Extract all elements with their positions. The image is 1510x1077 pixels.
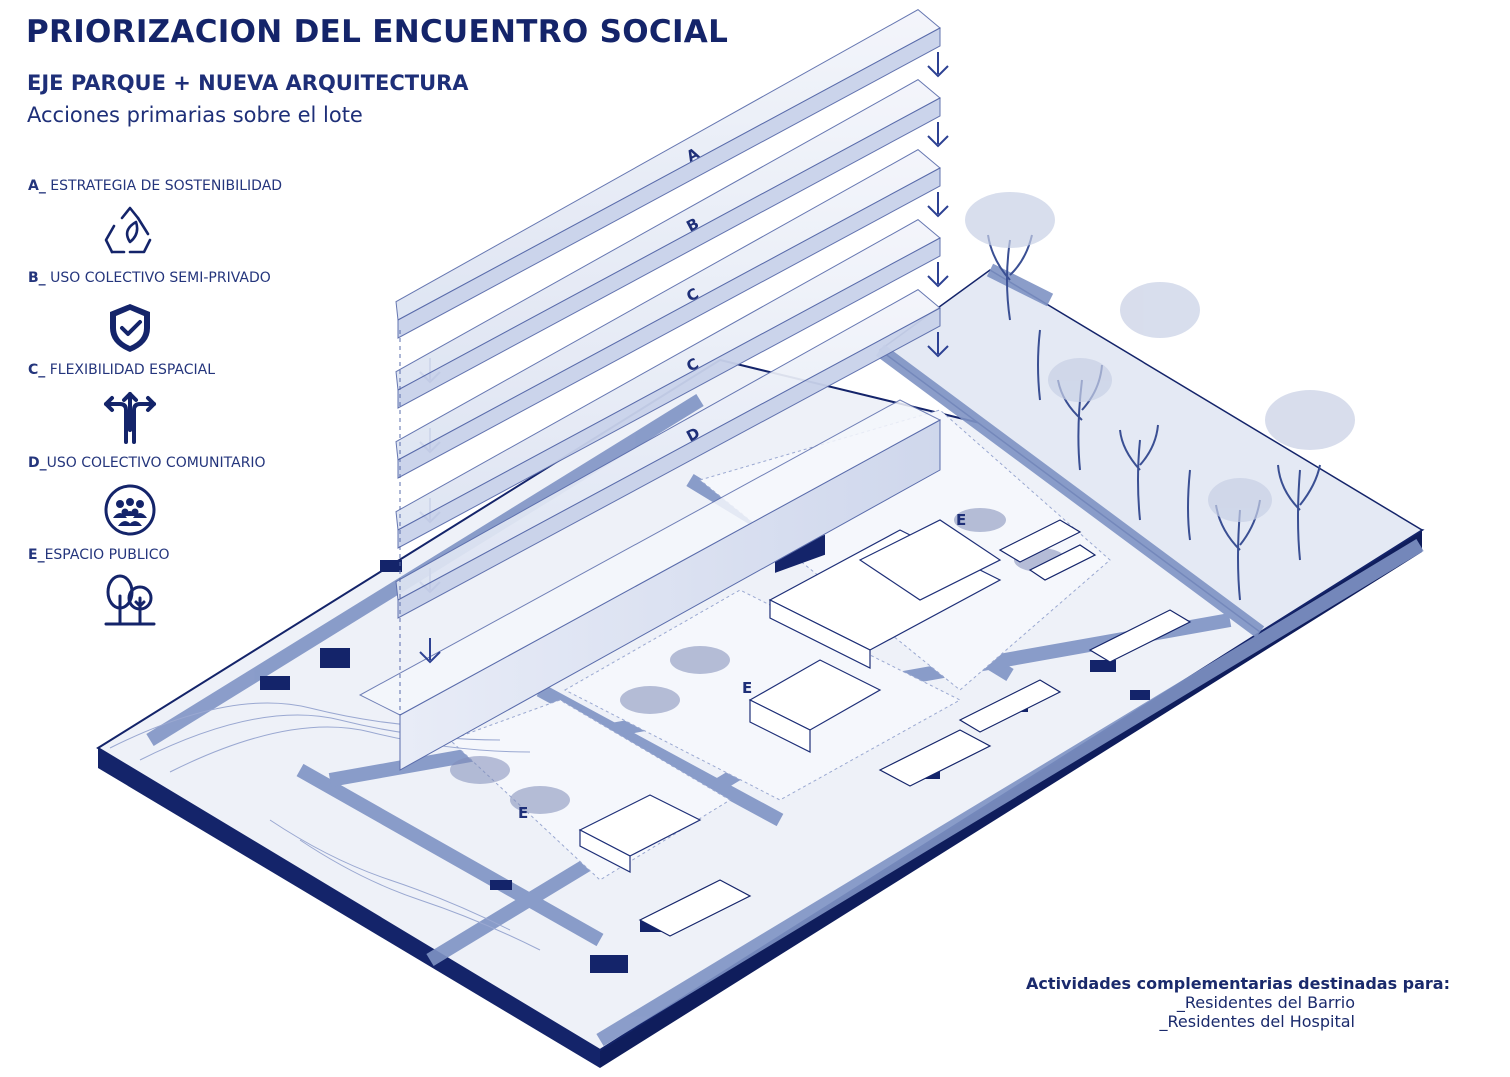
strategy-layer-front bbox=[397, 307, 941, 619]
legend-label: FLEXIBILIDAD ESPACIAL bbox=[45, 362, 216, 378]
shield-check-icon bbox=[110, 304, 150, 352]
legend-item-a: A_ ESTRATEGIA DE SOSTENIBILIDAD bbox=[28, 178, 282, 194]
legend-item-d: D_USO COLECTIVO COMUNITARIO bbox=[28, 455, 266, 471]
zone-labels: E E E bbox=[518, 511, 966, 822]
legend-item-e: E_ESPACIO PUBLICO bbox=[28, 547, 170, 563]
hospital-complex bbox=[578, 519, 1002, 873]
down-arrow-icon bbox=[927, 262, 949, 288]
legend-code: C_ bbox=[28, 362, 46, 378]
legend-code: E_ bbox=[28, 547, 45, 563]
split-arrows-icon bbox=[104, 392, 156, 444]
long-building bbox=[358, 399, 942, 771]
zone-e-label: E bbox=[518, 804, 528, 822]
strategy-layer-front bbox=[397, 27, 941, 339]
legend-label: USO COLECTIVO SEMI-PRIVADO bbox=[45, 270, 271, 286]
legend-item-b: B_ USO COLECTIVO SEMI-PRIVADO bbox=[28, 270, 271, 286]
strategy-layer-front bbox=[397, 237, 941, 549]
recycle-leaf-icon bbox=[104, 206, 152, 254]
legend-label: USO COLECTIVO COMUNITARIO bbox=[46, 455, 266, 471]
down-arrow-icon bbox=[927, 332, 949, 358]
down-arrow-icon bbox=[927, 192, 949, 218]
neighbour-buildings-light bbox=[638, 519, 1192, 937]
page-subtitle: EJE PARQUE + NUEVA ARQUITECTURA bbox=[27, 71, 469, 95]
footer-note: Actividades complementarias destinadas p… bbox=[1026, 974, 1450, 1031]
zone-e-label: E bbox=[742, 679, 752, 697]
down-arrow-icon bbox=[927, 52, 949, 78]
trees-icon bbox=[104, 574, 156, 626]
down-arrow-icon bbox=[419, 638, 441, 664]
page-title: PRIORIZACION DEL ENCUENTRO SOCIAL bbox=[26, 14, 729, 50]
page-subsubtitle: Acciones primarias sobre el lote bbox=[27, 103, 363, 127]
legend-code: A_ bbox=[28, 178, 46, 194]
legend-code: D_ bbox=[28, 455, 47, 471]
legend-item-c: C_ FLEXIBILIDAD ESPACIAL bbox=[28, 362, 215, 378]
zone-e-label: E bbox=[956, 511, 966, 529]
strategy-layer-front bbox=[397, 97, 941, 409]
tree-canopies bbox=[965, 192, 1355, 522]
footer-line-3: _Residentes del Hospital bbox=[1159, 1012, 1355, 1031]
footer-line-2: _Residentes del Barrio bbox=[1176, 993, 1355, 1012]
footer-line-1: Actividades complementarias destinadas p… bbox=[1026, 974, 1450, 993]
community-group-icon bbox=[104, 484, 156, 536]
legend-label: ESPACIO PUBLICO bbox=[44, 547, 170, 563]
legend-code: B_ bbox=[28, 270, 46, 286]
down-arrow-icon bbox=[927, 122, 949, 148]
legend-label: ESTRATEGIA DE SOSTENIBILIDAD bbox=[45, 178, 283, 194]
small-trees bbox=[450, 508, 1066, 814]
strategy-layer-front bbox=[397, 167, 941, 479]
